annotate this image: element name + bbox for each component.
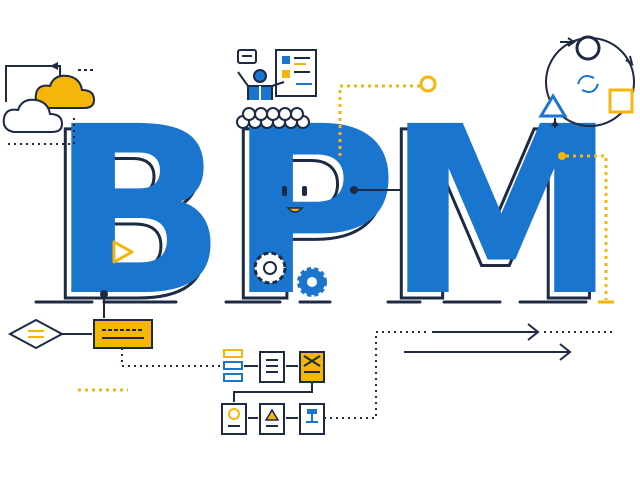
decision-diamond-icon (7, 318, 92, 350)
presenter-icon (237, 49, 317, 100)
smiley-face-icon (282, 186, 307, 213)
letter-m: M (386, 77, 617, 347)
cloud-icon (2, 62, 96, 145)
letter-b: B (50, 77, 227, 347)
process-cycle-icon (538, 35, 635, 128)
gears-icon (253, 251, 327, 297)
arrow-right-icon (376, 323, 612, 361)
process-box-icon (78, 290, 220, 392)
bpm-title: B P M B P M (43, 77, 617, 355)
connector-top (338, 75, 437, 194)
crowd-icon (236, 107, 310, 129)
letter-m-outline: M (380, 83, 611, 353)
flowchart-steps-icon (221, 332, 377, 435)
connector-right (558, 152, 614, 304)
letter-b-outline: B (44, 83, 221, 353)
play-icon (112, 240, 134, 264)
